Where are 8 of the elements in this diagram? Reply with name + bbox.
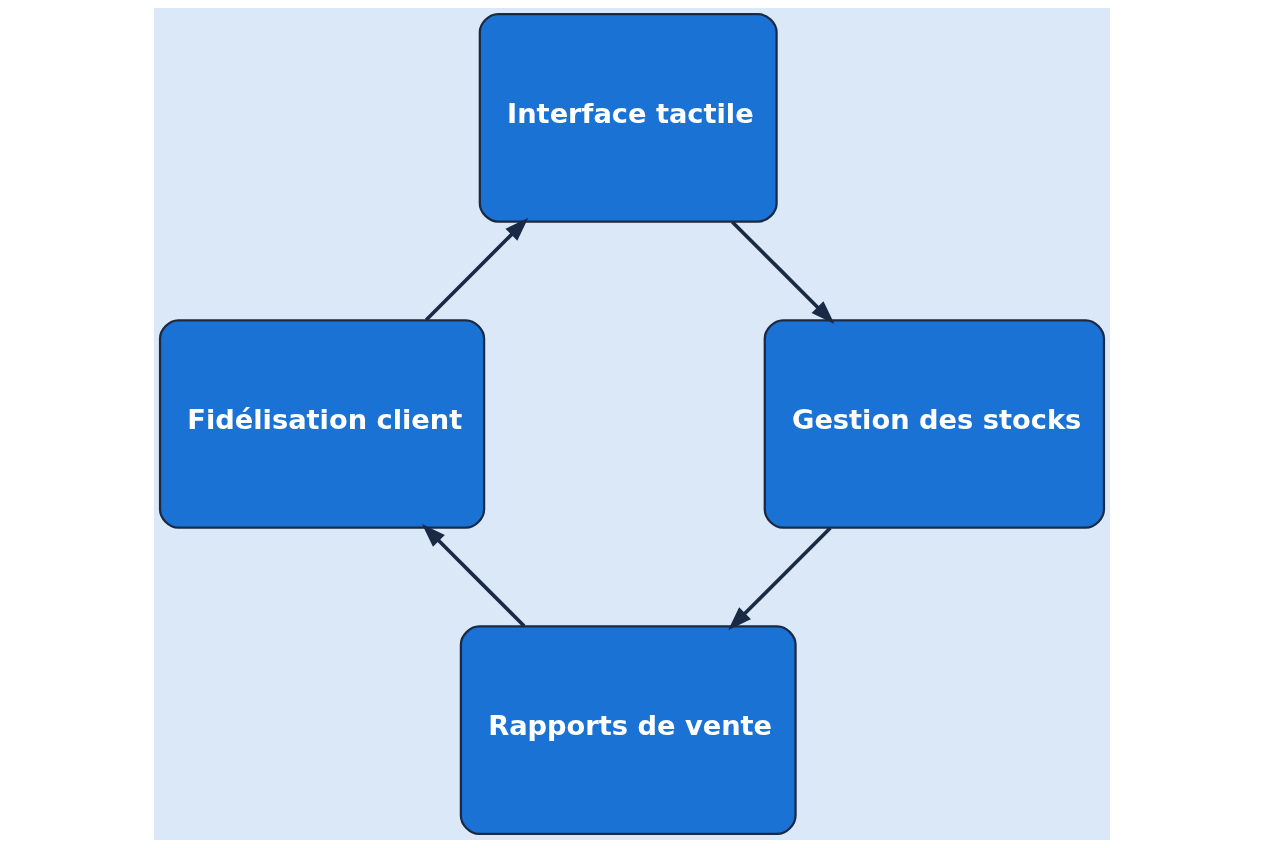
node-box: Fidélisation client bbox=[158, 319, 486, 529]
node-box: Interface tactile bbox=[478, 13, 778, 223]
node-box: Rapports de vente bbox=[459, 625, 797, 835]
arrow bbox=[421, 523, 526, 628]
node-box: Gestion des stocks bbox=[763, 319, 1106, 529]
arrow bbox=[731, 220, 835, 325]
arrow bbox=[728, 526, 832, 631]
arrow bbox=[424, 217, 529, 322]
